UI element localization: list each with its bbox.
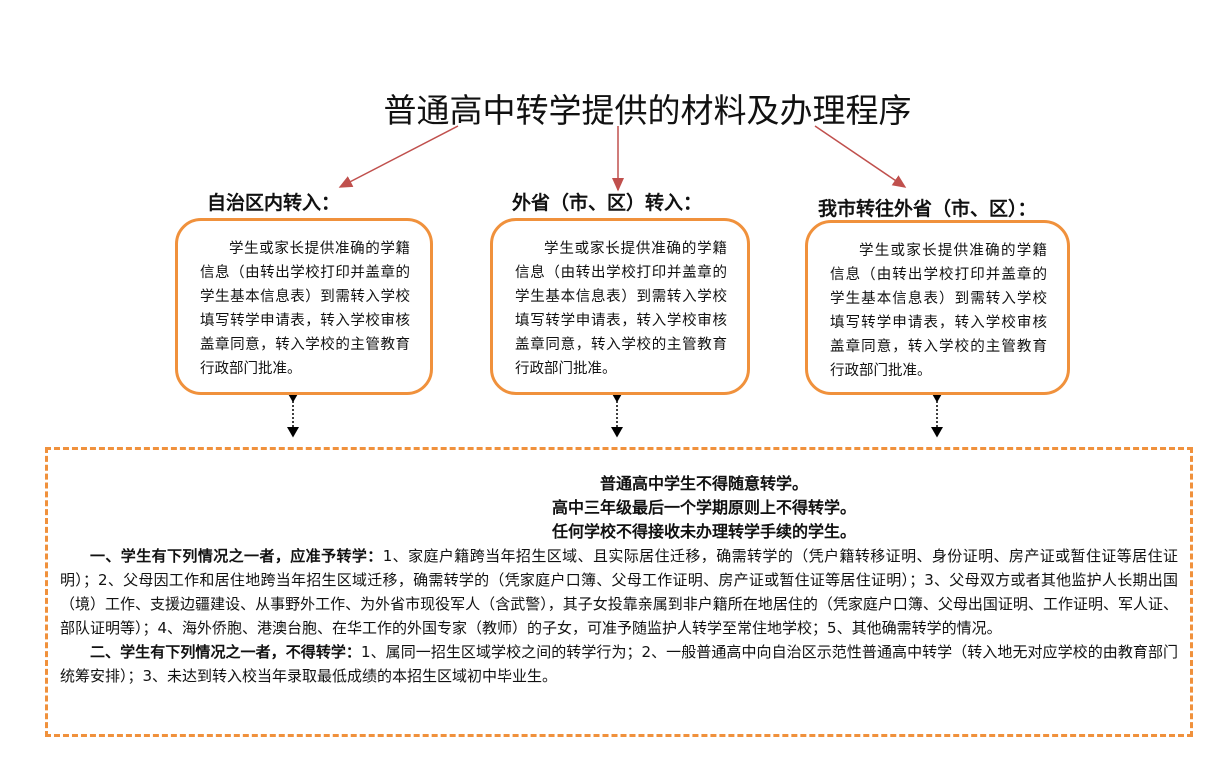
rule-line: 任何学校不得接收未办理转学手续的学生。 xyxy=(551,522,856,541)
procedure-box-intra-region: 学生或家长提供准确的学籍信息（由转出学校打印并盖章的学生基本信息表）到需转入学校… xyxy=(175,218,433,395)
heading-intra-region: 自治区内转入： xyxy=(207,192,341,214)
rules-box xyxy=(45,447,1193,737)
forbidden-lead: 二、学生有下列情况之一者，不得转学： xyxy=(90,643,361,661)
rules-content: 普通高中学生不得随意转学。 高中三年级最后一个学期原则上不得转学。 任何学校不得… xyxy=(60,472,1178,688)
heading-transfer-out: 我市转往外省（市、区）： xyxy=(818,198,1037,220)
page-title: 普通高中转学提供的材料及办理程序 xyxy=(383,91,912,130)
rule-line: 高中三年级最后一个学期原则上不得转学。 xyxy=(551,498,856,517)
arrow-right xyxy=(814,125,907,188)
forbidden-text: 1、属同一招生区域学校之间的转学行为；2、一般普通高中向自治区示范性普通高中转学… xyxy=(60,643,1178,685)
procedure-box-other-province: 学生或家长提供准确的学籍信息（由转出学校打印并盖章的学生基本信息表）到需转入学校… xyxy=(490,218,750,395)
forbidden-transfer-paragraph: 二、学生有下列情况之一者，不得转学：1、属同一招生区域学校之间的转学行为；2、一… xyxy=(60,640,1178,688)
allowed-transfer-paragraph: 一、学生有下列情况之一者，应准予转学：1、家庭户籍跨当年招生区域、且实际居住迁移… xyxy=(60,544,1178,640)
heading-other-province: 外省（市、区）转入： xyxy=(512,192,703,214)
rule-line: 普通高中学生不得随意转学。 xyxy=(599,474,808,493)
arrow-left xyxy=(338,125,459,188)
allowed-lead: 一、学生有下列情况之一者，应准予转学： xyxy=(90,547,383,565)
procedure-box-transfer-out: 学生或家长提供准确的学籍信息（由转出学校打印并盖章的学生基本信息表）到需转入学校… xyxy=(805,220,1070,395)
allowed-text: 1、家庭户籍跨当年招生区域、且实际居住迁移，确需转学的（凭户籍转移证明、身份证明… xyxy=(60,547,1178,637)
